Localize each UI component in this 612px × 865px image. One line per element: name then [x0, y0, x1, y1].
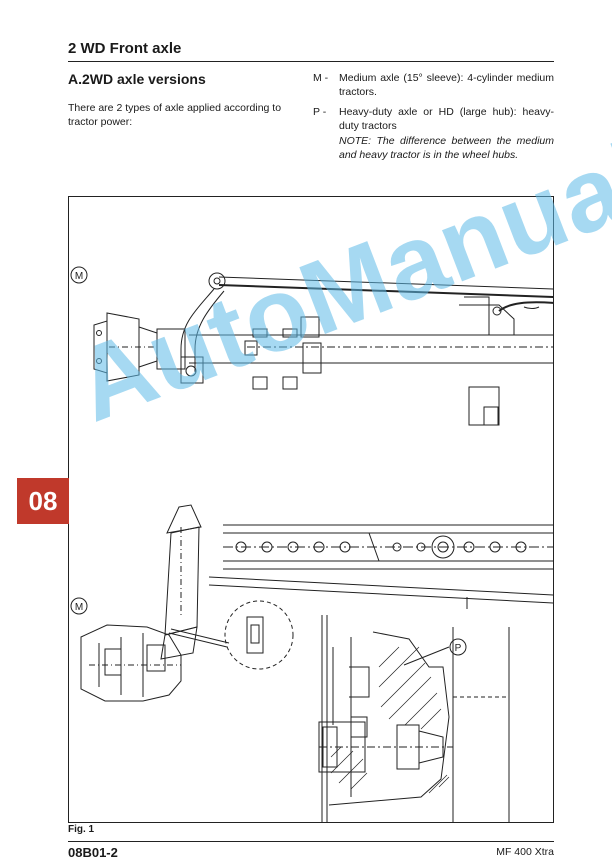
title-divider — [68, 61, 554, 62]
sub-heading: A.2WD axle versions — [68, 71, 206, 87]
version-code: P - — [313, 106, 327, 118]
version-code: M - — [313, 72, 329, 84]
figure-caption: Fig. 1 — [68, 824, 95, 835]
callout-p: P — [455, 643, 462, 654]
section-title: 2 WD Front axle — [68, 40, 182, 57]
callout-m-bottom: M — [75, 602, 83, 613]
version-description: Heavy-duty axle or HD (large hub): heavy… — [339, 106, 554, 132]
axle-figure: M M P — [68, 196, 554, 823]
intro-paragraph: There are 2 types of axle applied accord… — [68, 102, 282, 128]
version-item-medium: M - Medium axle (15° sleeve): 4-cylinder… — [313, 71, 554, 99]
model-name: MF 400 Xtra — [496, 846, 554, 858]
version-description: Medium axle (15° sleeve): 4-cylinder med… — [339, 72, 554, 98]
section-tab: 08 — [17, 478, 69, 524]
callout-m-top: M — [75, 271, 83, 282]
page-code: 08B01-2 — [68, 845, 118, 860]
note-text: NOTE: The difference between the medium … — [339, 135, 554, 161]
footer-divider — [68, 841, 554, 842]
axle-drawing: M M P — [70, 266, 553, 822]
version-item-heavy: P - Heavy-duty axle or HD (large hub): h… — [313, 105, 554, 133]
